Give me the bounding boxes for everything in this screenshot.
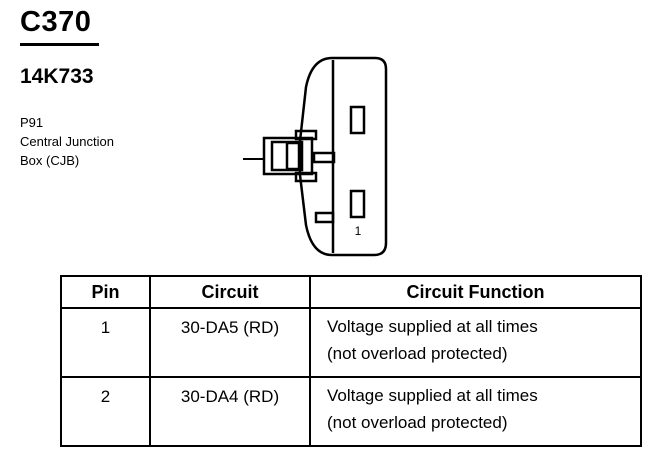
connector-face-diagram: 1	[243, 56, 388, 257]
location-line: P91	[20, 115, 44, 130]
connector-location: P91 Central Junction Box (CJB)	[20, 113, 114, 170]
pin-cavity-1	[349, 189, 366, 219]
connector-id: C370	[20, 6, 92, 38]
pin-cell: 1	[60, 307, 151, 378]
circuit-function-cell: Voltage supplied at all times (not overl…	[309, 307, 642, 378]
column-header-circuit-function: Circuit Function	[309, 275, 642, 309]
location-line: Central Junction	[20, 134, 114, 149]
terminal-tab-upper	[312, 151, 336, 164]
latch-tab	[285, 141, 301, 171]
function-line: Voltage supplied at all times	[327, 386, 538, 405]
table-row: 1 30-DA5 (RD) Voltage supplied at all ti…	[60, 307, 642, 378]
part-number: 14K733	[20, 65, 94, 88]
pin-number-label: 1	[355, 224, 362, 238]
pinout-table: Pin Circuit Circuit Function 1 30-DA5 (R…	[60, 275, 642, 447]
column-header-pin: Pin	[60, 275, 151, 309]
circuit-function-cell: Voltage supplied at all times (not overl…	[309, 376, 642, 447]
column-header-circuit: Circuit	[149, 275, 311, 309]
function-line: Voltage supplied at all times	[327, 317, 538, 336]
table-header-row: Pin Circuit Circuit Function	[60, 275, 642, 309]
function-line: (not overload protected)	[327, 344, 508, 363]
circuit-cell: 30-DA4 (RD)	[149, 376, 311, 447]
latch-arm-top	[294, 129, 318, 141]
latch-body	[262, 136, 314, 176]
latch-arm-bottom	[294, 171, 318, 183]
terminal-tab-lower	[314, 211, 335, 224]
location-line: Box (CJB)	[20, 153, 80, 168]
function-line: (not overload protected)	[327, 413, 508, 432]
pin-cell: 2	[60, 376, 151, 447]
circuit-cell: 30-DA5 (RD)	[149, 307, 311, 378]
title-underline	[20, 43, 99, 46]
pin-cavity-2	[349, 105, 366, 135]
table-row: 2 30-DA4 (RD) Voltage supplied at all ti…	[60, 376, 642, 447]
connector-housing	[298, 56, 388, 257]
